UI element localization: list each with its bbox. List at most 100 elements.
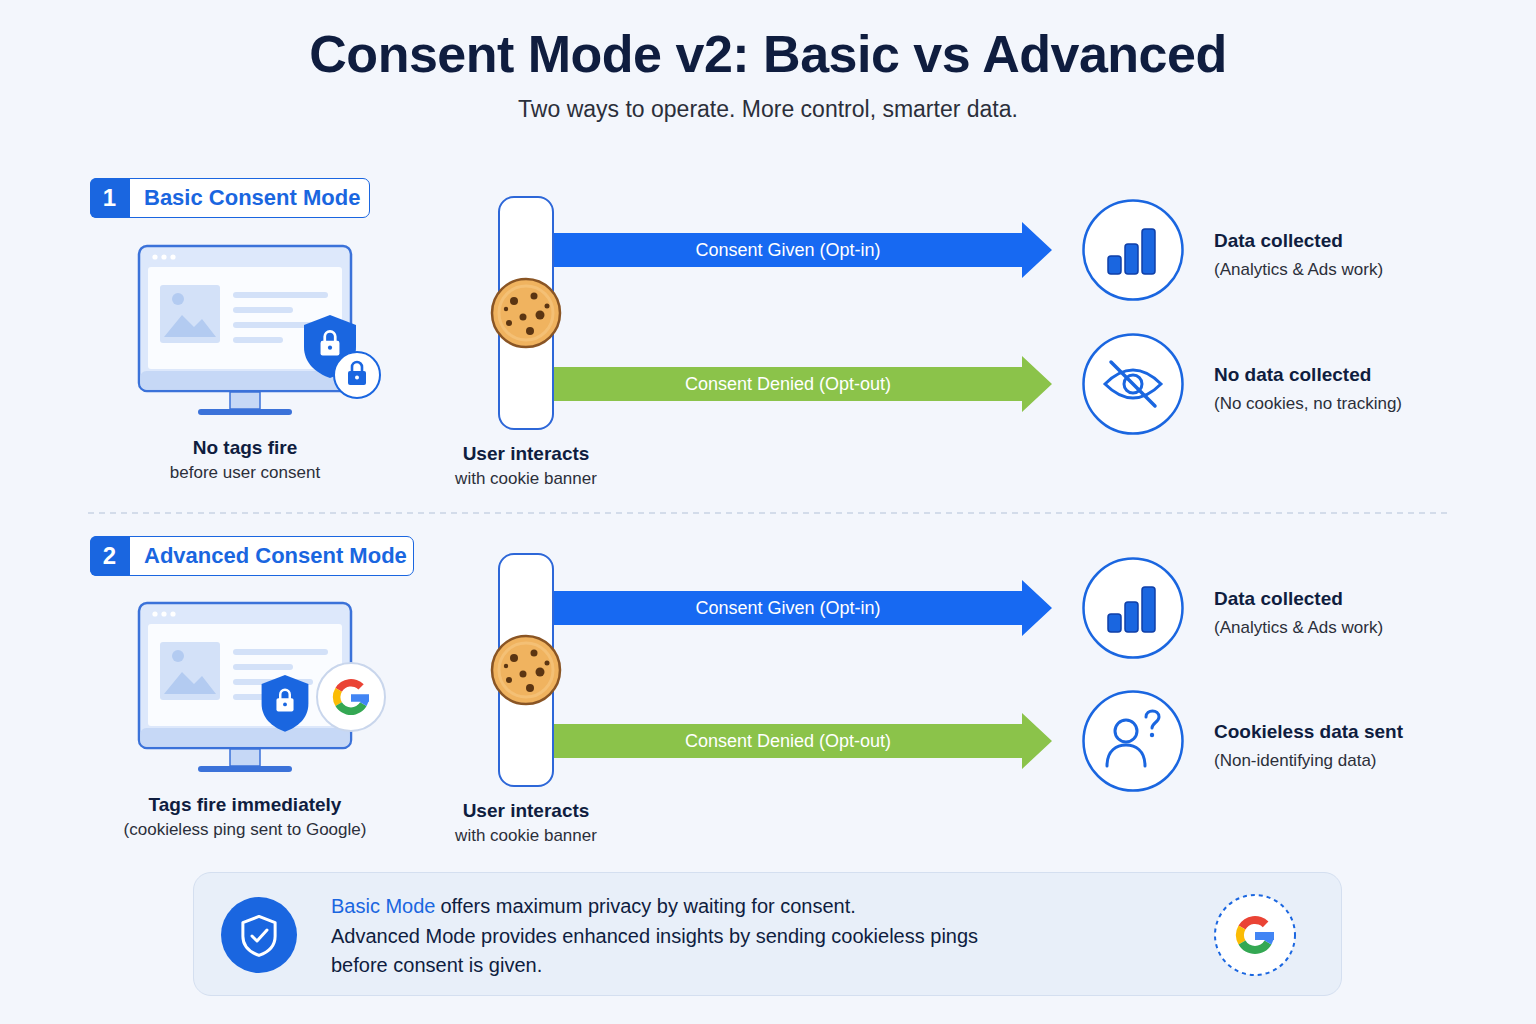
monitor-illustration <box>138 602 352 774</box>
result-detail: (No cookies, no tracking) <box>1214 389 1536 418</box>
shield-icon <box>262 675 309 732</box>
text-line <box>233 649 328 655</box>
window-dot <box>152 254 157 259</box>
circle-node: Cookieless data sent(Non-identifying dat… <box>1082 690 1184 792</box>
circle-node: Data collected(Analytics & Ads work) <box>1082 199 1184 301</box>
action-detail: with cookie banner <box>418 466 634 491</box>
lock-keyhole <box>283 702 287 706</box>
arrow-label: Consent Given (Opt-in) <box>695 240 880 261</box>
monitor-caption: No tags firebefore user consent <box>78 435 412 485</box>
image-placeholder <box>160 285 220 343</box>
question-dot <box>1150 733 1154 737</box>
monitor-content <box>148 624 342 726</box>
note-sentence: Advanced Mode provides enhanced insights… <box>331 922 1031 981</box>
text-line <box>233 292 328 298</box>
result-circle <box>1082 199 1184 301</box>
google-logo-part <box>335 679 363 692</box>
monitor-node: Tags fire immediately(cookieless ping se… <box>138 602 352 774</box>
person-shoulders <box>1107 745 1145 766</box>
result-detail: (Analytics & Ads work) <box>1214 255 1536 284</box>
image-mountain <box>164 672 216 694</box>
consent-arrow <box>554 713 1052 769</box>
monitor-node: No tags firebefore user consent <box>138 245 352 417</box>
pill-node: User interactswith cookie banner <box>498 196 554 430</box>
result-caption: Cookieless data sent(Non-identifying dat… <box>1214 717 1536 775</box>
cookie-body <box>492 279 560 347</box>
eye-slash <box>1111 362 1155 406</box>
chocolate-chip <box>531 293 538 300</box>
lock-body <box>276 698 293 711</box>
status-heading: No tags fire <box>78 435 412 460</box>
lock-keyhole <box>328 346 332 350</box>
google-logo-part <box>351 694 369 702</box>
monitor-bezel <box>140 371 350 390</box>
subtitle-label: Two ways to operate. More control, smart… <box>0 96 1536 123</box>
google-logo-part <box>1255 932 1274 940</box>
banner-slider <box>498 196 554 430</box>
chocolate-chip <box>526 327 534 335</box>
lock-badge-circle <box>334 352 380 398</box>
text-line <box>233 322 313 328</box>
slider-caption: User interactswith cookie banner <box>418 441 634 491</box>
text-line <box>233 337 283 343</box>
chart-bar <box>1125 244 1138 274</box>
image-sun <box>172 293 184 305</box>
monitor-illustration <box>138 245 352 417</box>
monitor-neck <box>230 392 260 409</box>
image-placeholder <box>160 642 220 700</box>
arrow-label: Consent Given (Opt-in) <box>695 598 880 619</box>
status-detail: before user consent <box>78 460 412 485</box>
lock-body <box>321 341 340 356</box>
chocolate-chip <box>506 320 512 326</box>
window-dot <box>152 611 157 616</box>
arrow-label: Consent Denied (Opt-out) <box>685 374 891 395</box>
privacy-icon-circle <box>221 897 297 973</box>
chocolate-chip <box>545 304 550 309</box>
chart-bar <box>1142 587 1155 632</box>
section-separator <box>88 512 1450 514</box>
lock-keyhole <box>355 376 359 380</box>
consent-arrow <box>554 580 1052 636</box>
note-node: Basic Modeoffers maximum privacy by wait… <box>193 872 1342 996</box>
google-logo-part <box>1239 916 1269 929</box>
result-caption: No data collected(No cookies, no trackin… <box>1214 360 1536 418</box>
lock-shackle <box>352 362 362 372</box>
circle-outline <box>1084 201 1183 300</box>
window-dot <box>170 611 175 616</box>
monitor-base <box>198 409 292 415</box>
cookie-highlight <box>499 286 553 340</box>
circle-node: No data collected(No cookies, no trackin… <box>1082 333 1184 435</box>
chart-bar <box>1125 602 1138 632</box>
circle-outline <box>1084 335 1183 434</box>
chocolate-chip <box>536 668 545 677</box>
result-heading: Cookieless data sent <box>1214 717 1536 746</box>
monitor-bezel <box>140 728 350 747</box>
circle-outline <box>1084 692 1183 791</box>
shield-shape <box>262 675 309 732</box>
chocolate-chip <box>545 661 550 666</box>
chocolate-chip <box>520 671 527 678</box>
chocolate-chip <box>510 654 518 662</box>
monitor-screen <box>139 603 351 748</box>
result-caption: Data collected(Analytics & Ads work) <box>1214 584 1536 642</box>
result-heading: No data collected <box>1214 360 1536 389</box>
cookie-icon <box>492 279 560 347</box>
text-line <box>233 664 293 670</box>
google-logo-part <box>335 702 366 715</box>
arrow-label: Consent Denied (Opt-out) <box>685 731 891 752</box>
banner-slider <box>498 553 554 787</box>
window-dot <box>170 254 175 259</box>
circle-node: Data collected(Analytics & Ads work) <box>1082 557 1184 659</box>
mode-heading: Basic Consent Mode <box>144 179 360 216</box>
slider-caption: User interactswith cookie banner <box>418 798 634 848</box>
step-number: 2 <box>90 536 130 576</box>
status-detail: (cookieless ping sent to Google) <box>78 817 412 842</box>
chart-bar <box>1108 614 1121 632</box>
consent-arrow <box>554 356 1052 412</box>
result-circle <box>1082 333 1184 435</box>
chocolate-chip <box>526 684 534 692</box>
chart-bar <box>1142 229 1155 274</box>
circle-outline <box>1084 559 1183 658</box>
